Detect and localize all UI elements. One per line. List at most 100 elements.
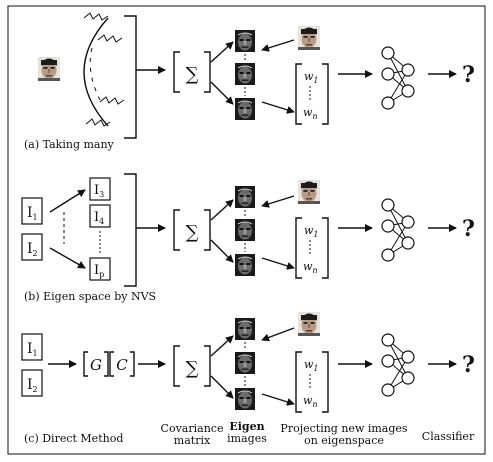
row-b-input-2-main: I [27, 241, 33, 257]
row-a-weight-vector [295, 63, 329, 125]
row-a-weight-first-main: w [304, 70, 314, 83]
row-c-eigen-image-3 [234, 387, 256, 411]
covariance-label-line2: matrix [174, 434, 211, 447]
row-b-weight-vector [295, 217, 329, 279]
row-b-eigen-image-2 [234, 218, 256, 242]
row-c-weight-last: wn [303, 394, 318, 409]
row-c-input-2 [21, 369, 43, 397]
row-b-caption: (b) Eigen space by NVS [24, 290, 156, 303]
row-b-input-1-label: I1 [27, 205, 38, 222]
row-c-input-1-label: I1 [27, 341, 38, 358]
row-b-view-1 [89, 177, 111, 201]
row-b-weight-last-main: w [303, 260, 313, 273]
row-b-arrow-up [210, 199, 234, 221]
row-b-eigen-image-1 [234, 185, 256, 209]
row-a-weight-last-sub: n [312, 112, 317, 121]
row-c-input-2-sub: 2 [33, 385, 38, 394]
row-b-view-3 [89, 257, 111, 281]
row-b-output: ? [462, 216, 475, 242]
row-c-operator-g: G [90, 356, 102, 374]
row-b-arrow-eigen-to-weights [261, 257, 295, 270]
row-c-weight-vector [295, 351, 329, 413]
camera-arc-dashed [89, 47, 101, 101]
row-b-weight-last: wn [303, 260, 318, 275]
row-c-operator-c-bracket [109, 351, 135, 377]
row-c-arrow-eigen-to-weights [261, 393, 295, 406]
row-c-arrow-down [210, 375, 234, 399]
row-b-arrow-down [210, 239, 234, 263]
row-b-group-bracket [124, 173, 137, 287]
row-b-input-1-main: I [27, 205, 33, 221]
row-b-input-1 [21, 197, 43, 225]
row-b-input-2-sub: 2 [33, 249, 38, 258]
row-b-weight-first: w1 [304, 224, 319, 239]
row-c-new-image [298, 312, 320, 336]
row-b-weight-first-sub: 1 [313, 230, 318, 239]
row-b-new-image [298, 180, 320, 204]
row-a-caption: (a) Taking many [24, 138, 115, 151]
row-b-view-2-sub: 4 [99, 217, 104, 226]
row-c-operator-c: C [116, 356, 128, 374]
row-a-neural-network [381, 46, 415, 110]
projecting-label-line1: Projecting new images [280, 422, 407, 435]
row-a-group-bracket [124, 15, 137, 139]
camera-zigzags [83, 12, 125, 127]
row-a-arrow-eigen-to-weights [261, 101, 295, 114]
row-b-view-1-sub: 3 [99, 190, 104, 199]
row-c-input-1-main: I [27, 341, 33, 357]
row-b-view-1-label: I3 [94, 183, 104, 199]
row-a-weight-first: w1 [304, 70, 319, 85]
row-a-arrow-up [210, 41, 234, 63]
row-c-output: ? [462, 352, 475, 378]
row-b-view-1-main: I [94, 183, 99, 198]
row-c-weight-last-main: w [303, 394, 313, 407]
row-b-view-3-sub: p [99, 270, 104, 279]
row-c-operator-g-bracket [83, 351, 109, 377]
row-b-input-1-sub: 1 [33, 213, 38, 222]
row-a-sigma: ∑ [186, 64, 199, 85]
row-b-view-2-main: I [94, 210, 99, 225]
row-a-weight-last: wn [303, 106, 318, 121]
row-c-weight-last-sub: n [312, 400, 317, 409]
classifier-label: Classifier [422, 430, 475, 443]
figure-frame [7, 5, 486, 455]
row-a-arrow-down [210, 81, 234, 105]
row-c-covariance-matrix [173, 345, 211, 387]
row-b-view-2-label: I4 [94, 210, 104, 226]
row-b: I1 I2 I3 I4 Ip ∑ w1 wn [21, 173, 475, 303]
row-a-eigen-image-1 [234, 29, 256, 53]
row-c-input-1 [21, 333, 43, 361]
row-b-weight-last-sub: n [312, 266, 317, 275]
row-b-input-2-label: I2 [27, 241, 38, 258]
row-c-eigen-image-2 [234, 351, 256, 375]
row-c-arrow-new-to-eigen [261, 327, 295, 342]
row-b-view-2 [89, 204, 111, 228]
covariance-label-line1: Covariance [161, 422, 224, 435]
row-c-eigen-image-1 [234, 317, 256, 341]
row-c-input-1-sub: 1 [33, 349, 38, 358]
row-b-view-3-main: I [94, 263, 99, 278]
row-a-eigen-image-3 [234, 97, 256, 121]
row-b-eigen-image-3 [234, 253, 256, 277]
row-b-arrow-new-to-eigen [261, 195, 295, 208]
eigen-label-line2: images [227, 432, 267, 445]
footer-labels: Covariance matrix Eigen images Projectin… [161, 420, 475, 447]
row-b-sigma: ∑ [186, 222, 199, 243]
row-c-weight-first-main: w [304, 358, 314, 371]
row-b-arrow-to-views-top [49, 189, 86, 213]
row-c: I1 I2 G C ∑ w1 wn [21, 312, 475, 445]
row-a-arrow-new-to-eigen [261, 39, 295, 52]
row-a-eigen-image-2 [234, 62, 256, 86]
eigen-label-line1: Eigen [229, 420, 264, 433]
row-a-new-image [298, 26, 320, 50]
row-b-covariance-matrix [173, 209, 211, 251]
row-a-output: ? [462, 62, 475, 88]
projecting-label-line2: on eigenspace [304, 434, 384, 447]
row-b-arrow-to-views-bottom [49, 247, 86, 269]
row-c-input-2-main: I [27, 377, 33, 393]
row-c-weight-first-sub: 1 [313, 364, 318, 373]
camera-arc-outer [83, 17, 109, 127]
row-b-input-2 [21, 233, 43, 261]
row-a-covariance-matrix [173, 51, 211, 93]
row-c-sigma: ∑ [186, 358, 199, 379]
